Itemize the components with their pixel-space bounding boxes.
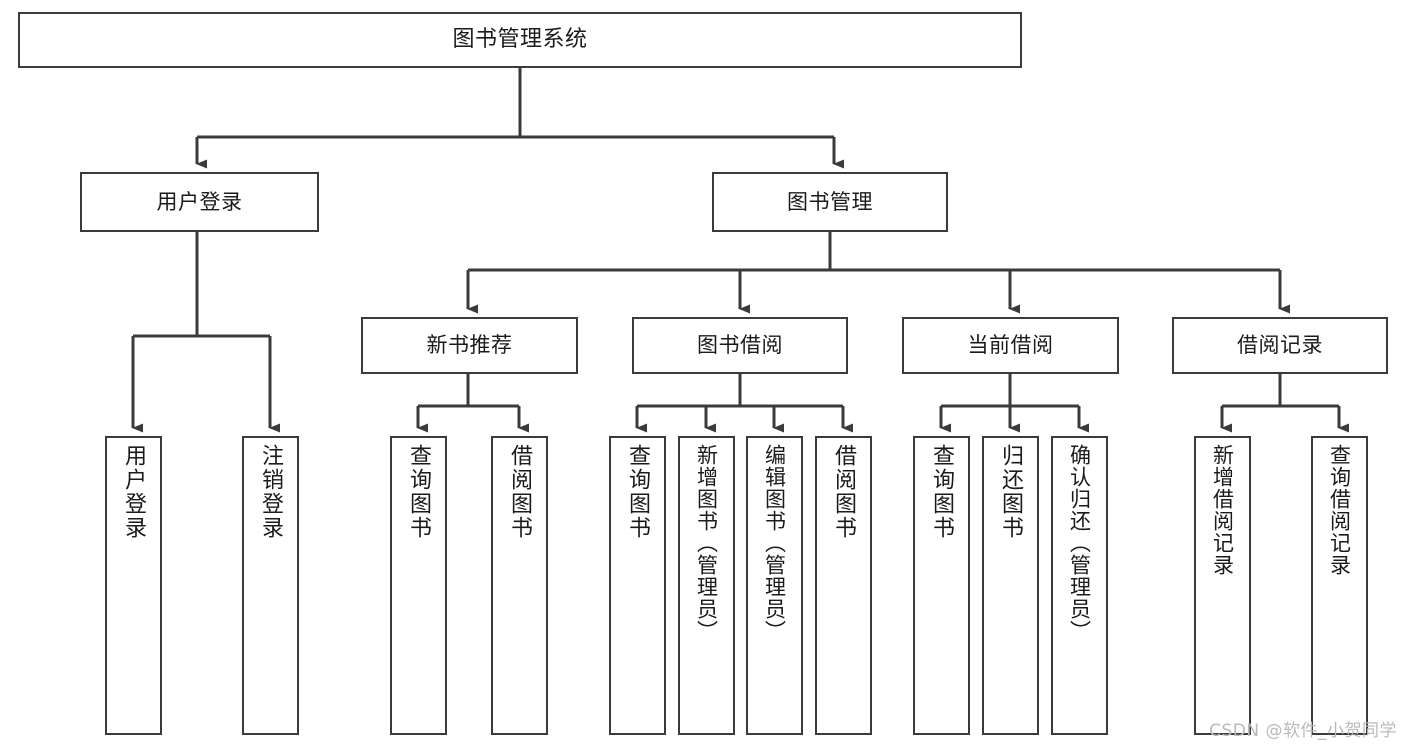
node-leaf-borrow-book-1[interactable]: 借阅图书 — [491, 436, 548, 735]
node-user-login[interactable]: 用户登录 — [80, 172, 319, 232]
node-new-book-recommend[interactable]: 新书推荐 — [361, 317, 578, 374]
node-label: 图书管理 — [787, 189, 873, 214]
node-leaf-query-book-3[interactable]: 查询图书 — [913, 436, 970, 735]
watermark: CSDN @软件_小贺同学 — [1209, 721, 1397, 741]
node-label: 图书借阅 — [697, 333, 783, 358]
node-root-system[interactable]: 图书管理系统 — [18, 12, 1022, 68]
node-leaf-return-book[interactable]: 归还图书 — [982, 436, 1039, 735]
node-label: 归还图书 — [998, 444, 1024, 540]
node-label: 注销登录 — [258, 444, 284, 540]
node-leaf-add-record[interactable]: 新增借阅记录 — [1194, 436, 1251, 735]
node-label: 用户登录 — [121, 444, 147, 540]
node-label: 查询图书 — [929, 444, 955, 540]
node-leaf-add-book[interactable]: 新增图书（管理员） — [678, 436, 735, 735]
node-label: 查询图书 — [406, 444, 432, 540]
node-borrow-record[interactable]: 借阅记录 — [1172, 317, 1388, 374]
node-leaf-edit-book[interactable]: 编辑图书（管理员） — [746, 436, 803, 735]
node-label: 借阅记录 — [1237, 333, 1323, 358]
node-leaf-logout[interactable]: 注销登录 — [242, 436, 299, 735]
node-leaf-query-book-1[interactable]: 查询图书 — [390, 436, 447, 735]
node-book-borrow[interactable]: 图书借阅 — [632, 317, 848, 374]
node-label: 新增图书（管理员） — [694, 444, 719, 642]
node-label: 查询借阅记录 — [1327, 444, 1352, 576]
node-label: 新增借阅记录 — [1210, 444, 1235, 576]
node-label: 查询图书 — [625, 444, 651, 540]
node-label: 借阅图书 — [507, 444, 533, 540]
node-label: 新书推荐 — [426, 333, 513, 358]
node-label: 借阅图书 — [831, 444, 857, 540]
node-leaf-query-book-2[interactable]: 查询图书 — [609, 436, 666, 735]
node-leaf-borrow-book-2[interactable]: 借阅图书 — [815, 436, 872, 735]
node-leaf-query-record[interactable]: 查询借阅记录 — [1311, 436, 1368, 735]
node-label: 图书管理系统 — [452, 27, 588, 53]
node-label: 用户登录 — [156, 189, 243, 214]
node-current-borrow[interactable]: 当前借阅 — [902, 317, 1119, 374]
node-leaf-confirm-return[interactable]: 确认归还（管理员） — [1051, 436, 1108, 735]
node-label: 编辑图书（管理员） — [762, 444, 787, 642]
node-book-manage[interactable]: 图书管理 — [712, 172, 948, 232]
node-label: 当前借阅 — [967, 333, 1054, 358]
node-leaf-user-login[interactable]: 用户登录 — [105, 436, 162, 735]
node-label: 确认归还（管理员） — [1067, 444, 1092, 642]
